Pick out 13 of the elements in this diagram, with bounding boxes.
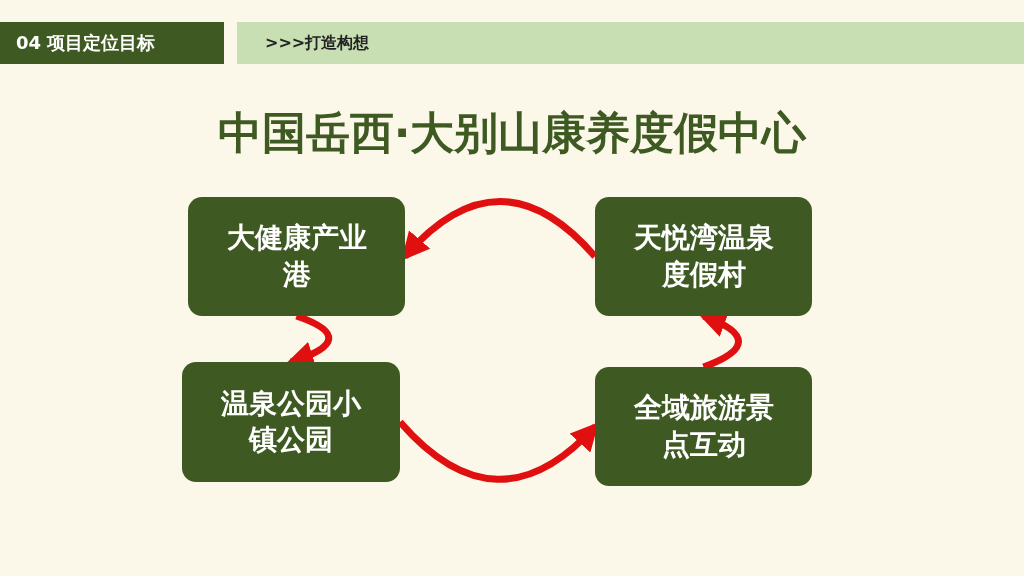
card-text: 04 项目定位目标 <box>16 31 156 55</box>
card-text: 天悦湾温泉度假村 <box>632 220 775 293</box>
concept-card <box>188 197 405 316</box>
concept-card <box>182 362 400 482</box>
subtitle-band <box>237 22 1024 64</box>
concept-card <box>595 367 812 486</box>
concept-card <box>595 197 812 316</box>
section-tab <box>0 22 224 64</box>
main-title: 中国岳西·大别山康养度假中心 <box>216 106 808 160</box>
card-text: 全域旅游景点互动 <box>632 390 775 463</box>
card-text: 温泉公园小镇公园 <box>220 385 362 458</box>
card-text: 大健康产业港 <box>225 220 368 293</box>
card-text: >>>打造构想 <box>265 32 370 54</box>
